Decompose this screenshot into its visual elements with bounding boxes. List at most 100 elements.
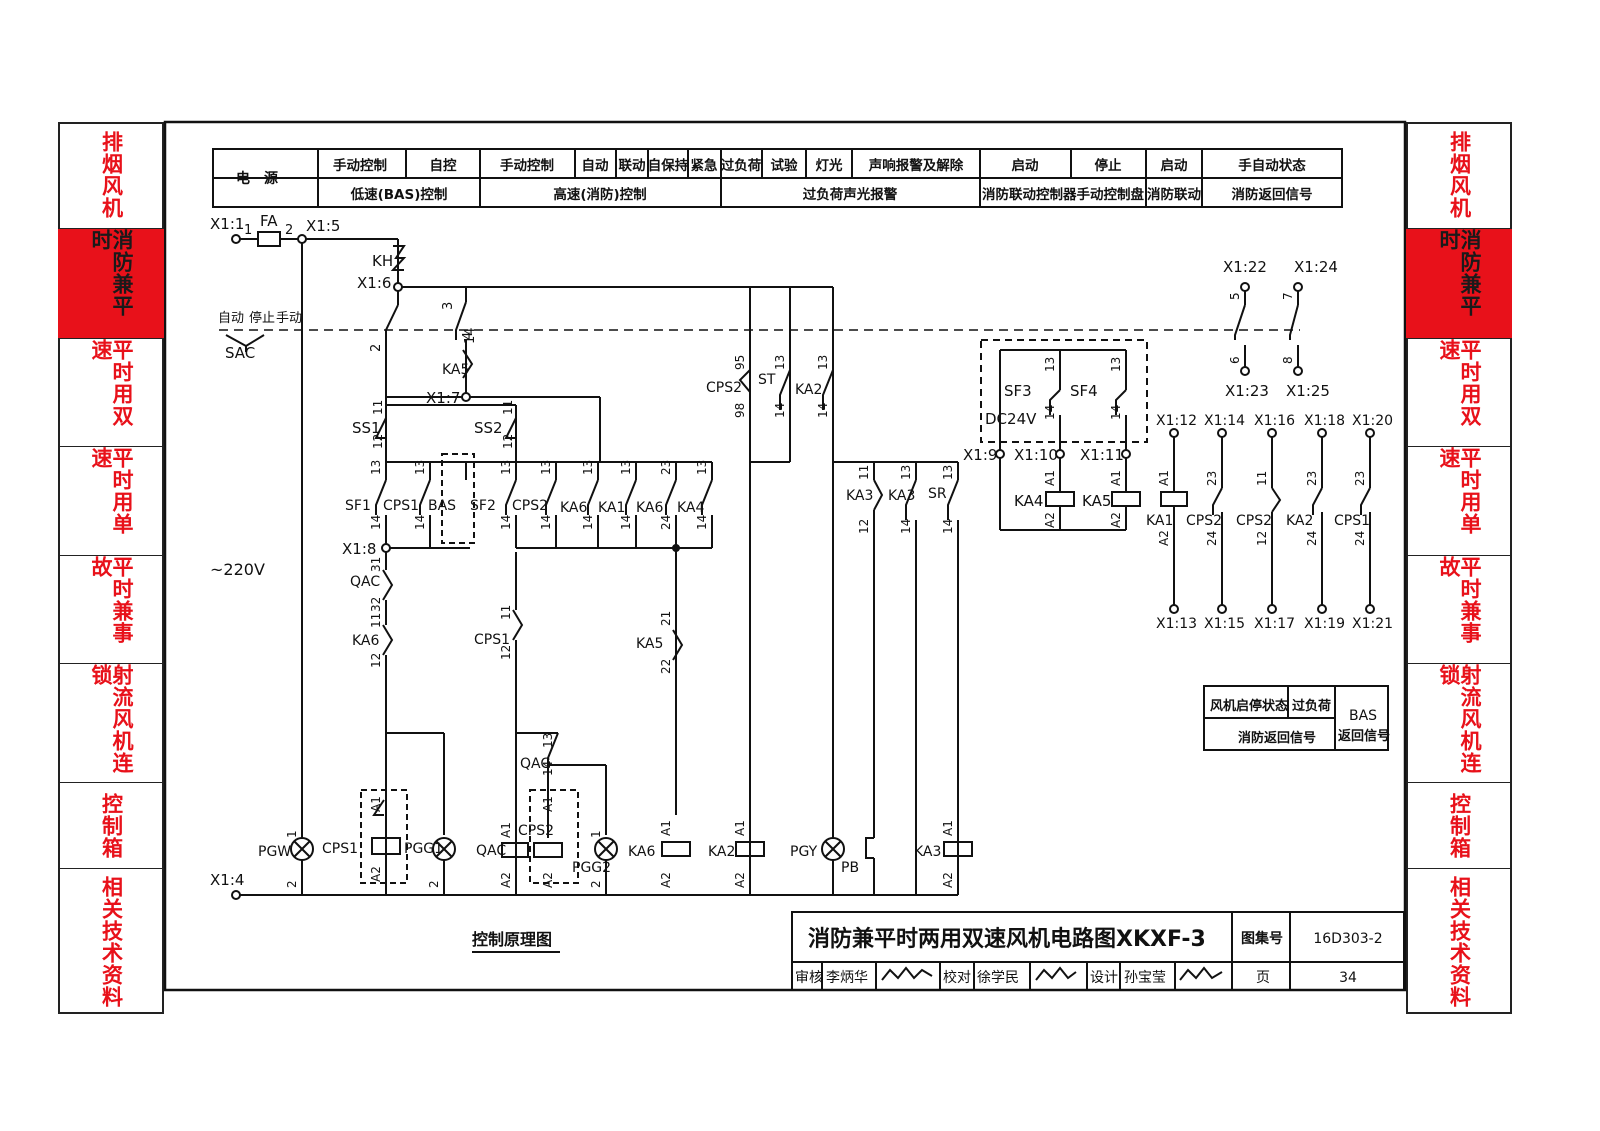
header-row1-label: 紧急: [691, 157, 719, 174]
contact-cps2-nc: [738, 369, 751, 393]
diagram-label: SF4: [1070, 382, 1098, 400]
diagram-label: 24: [1205, 531, 1219, 546]
side-tab-left-4[interactable]: 平时用单速: [58, 446, 164, 555]
diagram-label: 13: [816, 355, 830, 370]
diagram-label: 14: [941, 519, 955, 534]
header-row1-label: 声响报警及解除: [868, 157, 964, 174]
terminal-x1-6: [393, 282, 403, 292]
diagram-label: 4: [461, 332, 476, 340]
diagram-label: 1: [244, 223, 252, 238]
side-tab-left-5[interactable]: 平时兼事故: [58, 555, 164, 663]
header-row2-label: 过负荷声光报警: [803, 186, 898, 203]
coil-ka3: [943, 841, 973, 857]
terminal-x1-24: [1293, 282, 1303, 292]
diagram-label: FA: [260, 212, 278, 230]
diagram-label: A1: [541, 796, 555, 812]
terminal-x1-7: [461, 392, 471, 402]
diagram-label: 14: [581, 515, 595, 530]
legend-label: 返回信号: [1338, 728, 1390, 744]
contact-ka6: [587, 479, 599, 515]
diagram-label: KA5: [636, 636, 663, 652]
contact-sf2: [505, 479, 517, 515]
diagram-label: 34: [1339, 970, 1357, 986]
side-tab-right-5[interactable]: 平时兼事故: [1406, 555, 1512, 663]
diagram-label: 13: [413, 460, 427, 475]
terminal-x1-8: [381, 543, 391, 553]
diagram-label: CPS2: [1236, 513, 1272, 529]
overload-kh: [390, 245, 407, 271]
terminal-x1-5: [297, 234, 307, 244]
contact-cps2: [1212, 487, 1223, 515]
diagram-label: 12: [1255, 531, 1269, 546]
diagram-label: X1:7: [426, 389, 460, 407]
diagram-label: 95: [733, 355, 747, 370]
side-tab-left-1[interactable]: 排烟风机: [58, 122, 164, 228]
signature-checker: [1035, 966, 1077, 981]
header-row1-label: 启动: [1161, 157, 1189, 174]
side-tab-label: 相关技术资料: [1447, 875, 1472, 1008]
side-tab-right-8[interactable]: 相关技术资料: [1406, 868, 1512, 1014]
side-tab-left-7[interactable]: 控制箱: [58, 782, 164, 868]
diagram-label: 13: [899, 465, 913, 480]
side-tab-right-7[interactable]: 控制箱: [1406, 782, 1512, 868]
diagram-label: X1:20: [1352, 413, 1393, 429]
diagram-label: 14: [1043, 405, 1057, 420]
contact-ka1: [625, 479, 637, 515]
side-tab-right-4[interactable]: 平时用单速: [1406, 446, 1512, 555]
diagram-label: PB: [841, 860, 859, 876]
contact-ka4: [701, 479, 713, 515]
diagram-label: 12: [857, 519, 871, 534]
diagram-label: ~220V: [210, 560, 265, 579]
diagram-label: A2: [1043, 512, 1057, 528]
side-tab-right-2[interactable]: 消防兼平时: [1406, 228, 1512, 338]
diagram-label: 设计: [1090, 970, 1118, 986]
diagram-label: X1:23: [1225, 382, 1269, 400]
diagram-label: X1:10: [1014, 446, 1058, 464]
cps2-box: [529, 789, 579, 884]
diagram-label: A1: [1043, 470, 1057, 486]
fire-panel-box: [980, 339, 1148, 443]
diagram-label: 12: [369, 653, 383, 668]
diagram-label: KA1: [598, 500, 625, 516]
diagram-label: 14: [541, 761, 555, 776]
diagram-label: A2: [733, 872, 747, 888]
diagram-label: A2: [499, 872, 513, 888]
diagram-label: 13: [1109, 357, 1123, 372]
diagram-label: PGG1: [404, 841, 443, 857]
contact-qac-no: [547, 732, 559, 765]
diagram-label: KA3: [846, 488, 873, 504]
diagram-label: 13: [1043, 357, 1057, 372]
side-tab-right-6[interactable]: 射流风机连锁: [1406, 663, 1512, 782]
diagram-label: CPS2: [512, 498, 548, 514]
side-tab-left-8[interactable]: 相关技术资料: [58, 868, 164, 1014]
side-tab-right-1[interactable]: 排烟风机: [1406, 122, 1512, 228]
side-tab-left-2[interactable]: 消防兼平时: [58, 228, 164, 338]
diagram-label: 11: [857, 465, 871, 480]
diagram-label: KA2: [708, 844, 735, 860]
side-tab-right-3[interactable]: 平时用双速: [1406, 338, 1512, 446]
diagram-label: KA1: [1146, 513, 1173, 529]
side-tab-left-3[interactable]: 平时用双速: [58, 338, 164, 446]
coil-ka1: [1160, 491, 1188, 507]
diagram-label: BAS: [428, 498, 456, 514]
diagram-label: CPS2: [1186, 513, 1222, 529]
diagram-label: 14: [816, 403, 830, 418]
diagram-label: 1: [285, 830, 299, 838]
diagram-label: KA3: [914, 844, 941, 860]
terminal-x1_14: [1217, 428, 1227, 438]
diagram-label: 23: [659, 460, 673, 475]
diagram-label: SS2: [474, 419, 503, 437]
diagram-label: 停止: [249, 310, 275, 326]
side-tab-left-6[interactable]: 射流风机连锁: [58, 663, 164, 782]
diagram-label: 23: [1305, 471, 1319, 486]
diagram-label: A1: [941, 820, 955, 836]
signature-reviewer: [881, 966, 933, 981]
diagram-label: KA6: [628, 844, 656, 860]
coil-ka2: [735, 841, 765, 857]
diagram-label: 13: [941, 465, 955, 480]
contact-sac-high: [455, 301, 467, 340]
side-tab-label: 平时用单速: [1437, 447, 1482, 535]
diagram-label: 31: [369, 557, 383, 572]
diagram-label: A2: [941, 872, 955, 888]
